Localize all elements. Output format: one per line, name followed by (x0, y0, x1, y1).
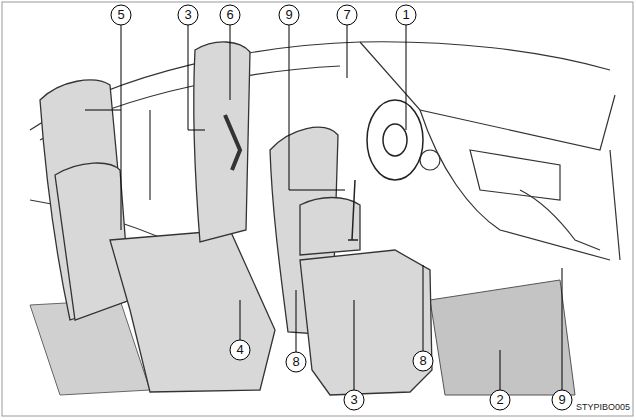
callout-number: 8 (413, 351, 433, 371)
leader-lines (85, 25, 562, 390)
callout-number: 8 (286, 352, 306, 372)
steering-wheel (348, 100, 423, 240)
callout-number: 2 (490, 390, 510, 410)
figure-code: STYPIBO005 (576, 402, 630, 412)
callout-number: 6 (220, 5, 240, 25)
callout-number: 7 (337, 5, 357, 25)
callout-number: 4 (230, 340, 250, 360)
seats (40, 42, 432, 395)
frame (2, 2, 633, 416)
callout-number: 9 (279, 5, 299, 25)
callout-number: 5 (111, 5, 131, 25)
floor-mat (430, 280, 575, 395)
seat-belt (225, 115, 240, 170)
callout-number: 3 (344, 390, 364, 410)
callout-number: 9 (552, 390, 572, 410)
callout-number: 3 (178, 5, 198, 25)
callout-number: 1 (396, 5, 416, 25)
callout-circles (111, 5, 572, 410)
